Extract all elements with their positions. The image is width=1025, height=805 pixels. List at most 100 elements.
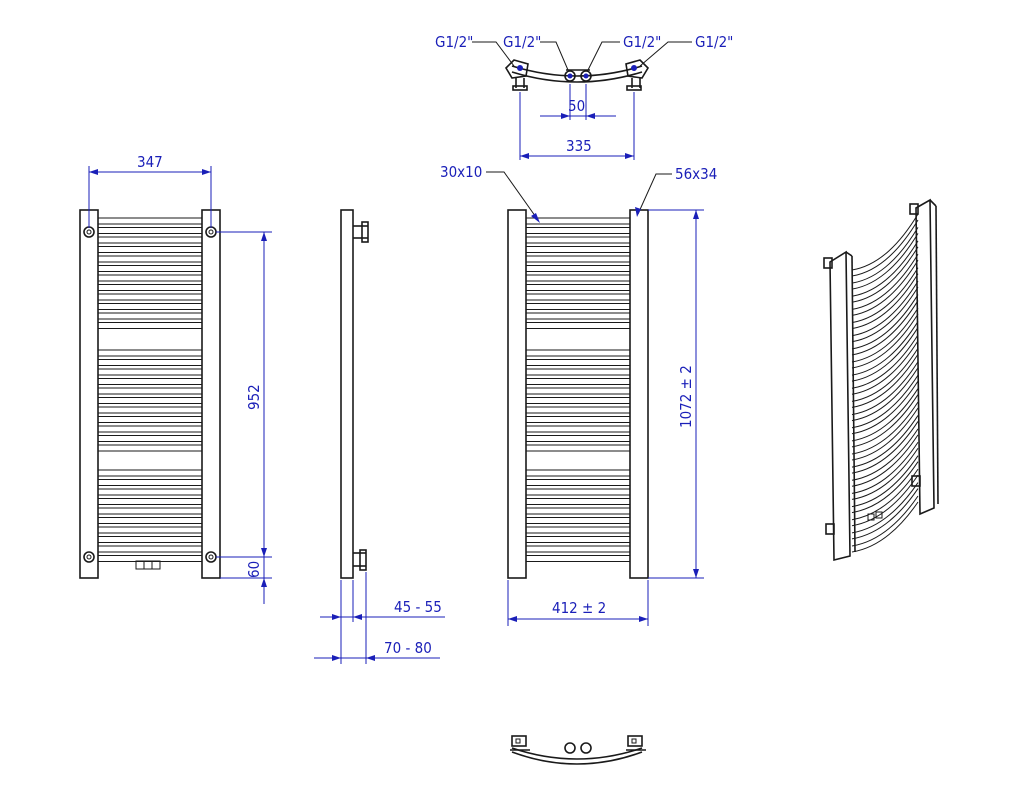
towel-bar [525, 416, 631, 423]
front-left-bars [97, 217, 203, 562]
towel-bar [97, 498, 203, 505]
label-wall-gap-large: 70 - 80 [384, 639, 432, 657]
towel-bar [97, 274, 203, 282]
mid-right-collector [629, 209, 649, 579]
heater-plug [135, 560, 145, 570]
persp-towel-bar [851, 401, 919, 455]
towel-bar [525, 469, 631, 477]
top-mid-left-connection [564, 70, 576, 82]
persp-towel-bar-edge [851, 434, 919, 487]
towel-bar [525, 545, 631, 553]
label-center-spacing: 50 [568, 97, 585, 115]
towel-bar [97, 378, 203, 385]
label-total-height: 1072 ± 2 [677, 365, 695, 428]
persp-towel-bar-edge [851, 501, 919, 553]
front-view-middle: 30x10 56x34 1072 ± 2 412 ± 2 [440, 163, 717, 626]
persp-towel-bar-edge [851, 367, 919, 422]
persp-left-collector [829, 250, 851, 562]
persp-towel-bar-edge [851, 327, 919, 382]
towel-bar [525, 284, 631, 291]
towel-bar [97, 479, 203, 486]
persp-towel-bar [851, 280, 919, 337]
persp-towel-bar-edge [851, 380, 919, 435]
towel-bar [97, 517, 203, 524]
persp-towel-bar [851, 495, 919, 547]
persp-towel-bar [851, 468, 919, 521]
front-mid-bars [525, 217, 631, 562]
persp-towel-bar-edge [851, 300, 919, 356]
towel-bar [525, 349, 631, 357]
towel-bar [525, 507, 631, 515]
persp-towel-bar [851, 254, 919, 310]
persp-towel-bar [851, 415, 919, 468]
towel-bar [97, 227, 203, 234]
towel-bar [525, 368, 631, 376]
label-conn-inner-right: G1/2" [623, 33, 661, 51]
persp-towel-bar [851, 361, 919, 416]
towel-bar [97, 425, 203, 433]
top-right-collector [625, 59, 650, 79]
persp-towel-bar [851, 213, 919, 271]
towel-bar [97, 545, 203, 553]
top-left-valve [512, 85, 528, 91]
towel-bar [525, 293, 631, 301]
persp-towel-bar [851, 482, 919, 534]
persp-towel-bar-edge [851, 461, 919, 514]
towel-bar [525, 397, 631, 404]
towel-bar [97, 312, 203, 320]
right-collector-bar [201, 209, 221, 579]
towel-bar [525, 444, 631, 452]
persp-towel-bar-edge [851, 219, 919, 277]
towel-bar [97, 303, 203, 310]
persp-towel-bar-edge [851, 448, 919, 500]
towel-bar [97, 397, 203, 404]
valve-bottom-right [205, 551, 217, 563]
towel-bar [97, 368, 203, 376]
towel-bar [525, 526, 631, 534]
perspective-view [823, 198, 939, 562]
towel-bar [97, 359, 203, 366]
towel-bar [525, 255, 631, 263]
towel-bar [97, 444, 203, 452]
front-view-left: 347 952 60 [79, 153, 272, 604]
towel-bar [97, 293, 203, 301]
persp-towel-bar-edge [851, 394, 919, 448]
persp-towel-bar-edge [851, 273, 919, 330]
towel-bar [525, 536, 631, 543]
label-collector-section: 56x34 [675, 165, 717, 183]
mid-left-collector [507, 209, 527, 579]
towel-bar [525, 378, 631, 385]
persp-towel-bar [851, 334, 919, 389]
label-conn-inner-left: G1/2" [503, 33, 541, 51]
towel-bar [525, 322, 631, 329]
label-bar-section: 30x10 [440, 163, 482, 181]
persp-towel-bar [851, 455, 919, 508]
persp-towel-bar [851, 348, 919, 402]
towel-bar [525, 555, 631, 562]
towel-bar [97, 246, 203, 253]
towel-bar [525, 236, 631, 244]
side-view: 45 - 55 70 - 80 [314, 209, 445, 664]
label-axis-height: 952 [245, 384, 263, 410]
towel-bar [525, 479, 631, 486]
persp-towel-bar-edge [851, 313, 919, 369]
persp-towel-bar [851, 321, 919, 376]
bottom-left-valve [511, 735, 527, 747]
towel-bar [97, 406, 203, 414]
towel-bar [97, 265, 203, 272]
towel-bar [97, 416, 203, 423]
towel-bar [97, 526, 203, 534]
label-bottom-offset: 60 [245, 561, 263, 578]
persp-towel-bar [851, 428, 919, 481]
towel-bar [97, 322, 203, 329]
persp-bars [851, 213, 919, 553]
towel-bar [525, 406, 631, 414]
towel-bar [525, 359, 631, 366]
persp-towel-bar-edge [851, 340, 919, 395]
label-total-width: 412 ± 2 [552, 599, 606, 617]
towel-bar [97, 217, 203, 225]
towel-bar [525, 227, 631, 234]
side-view-bottom-bracket [359, 549, 367, 571]
